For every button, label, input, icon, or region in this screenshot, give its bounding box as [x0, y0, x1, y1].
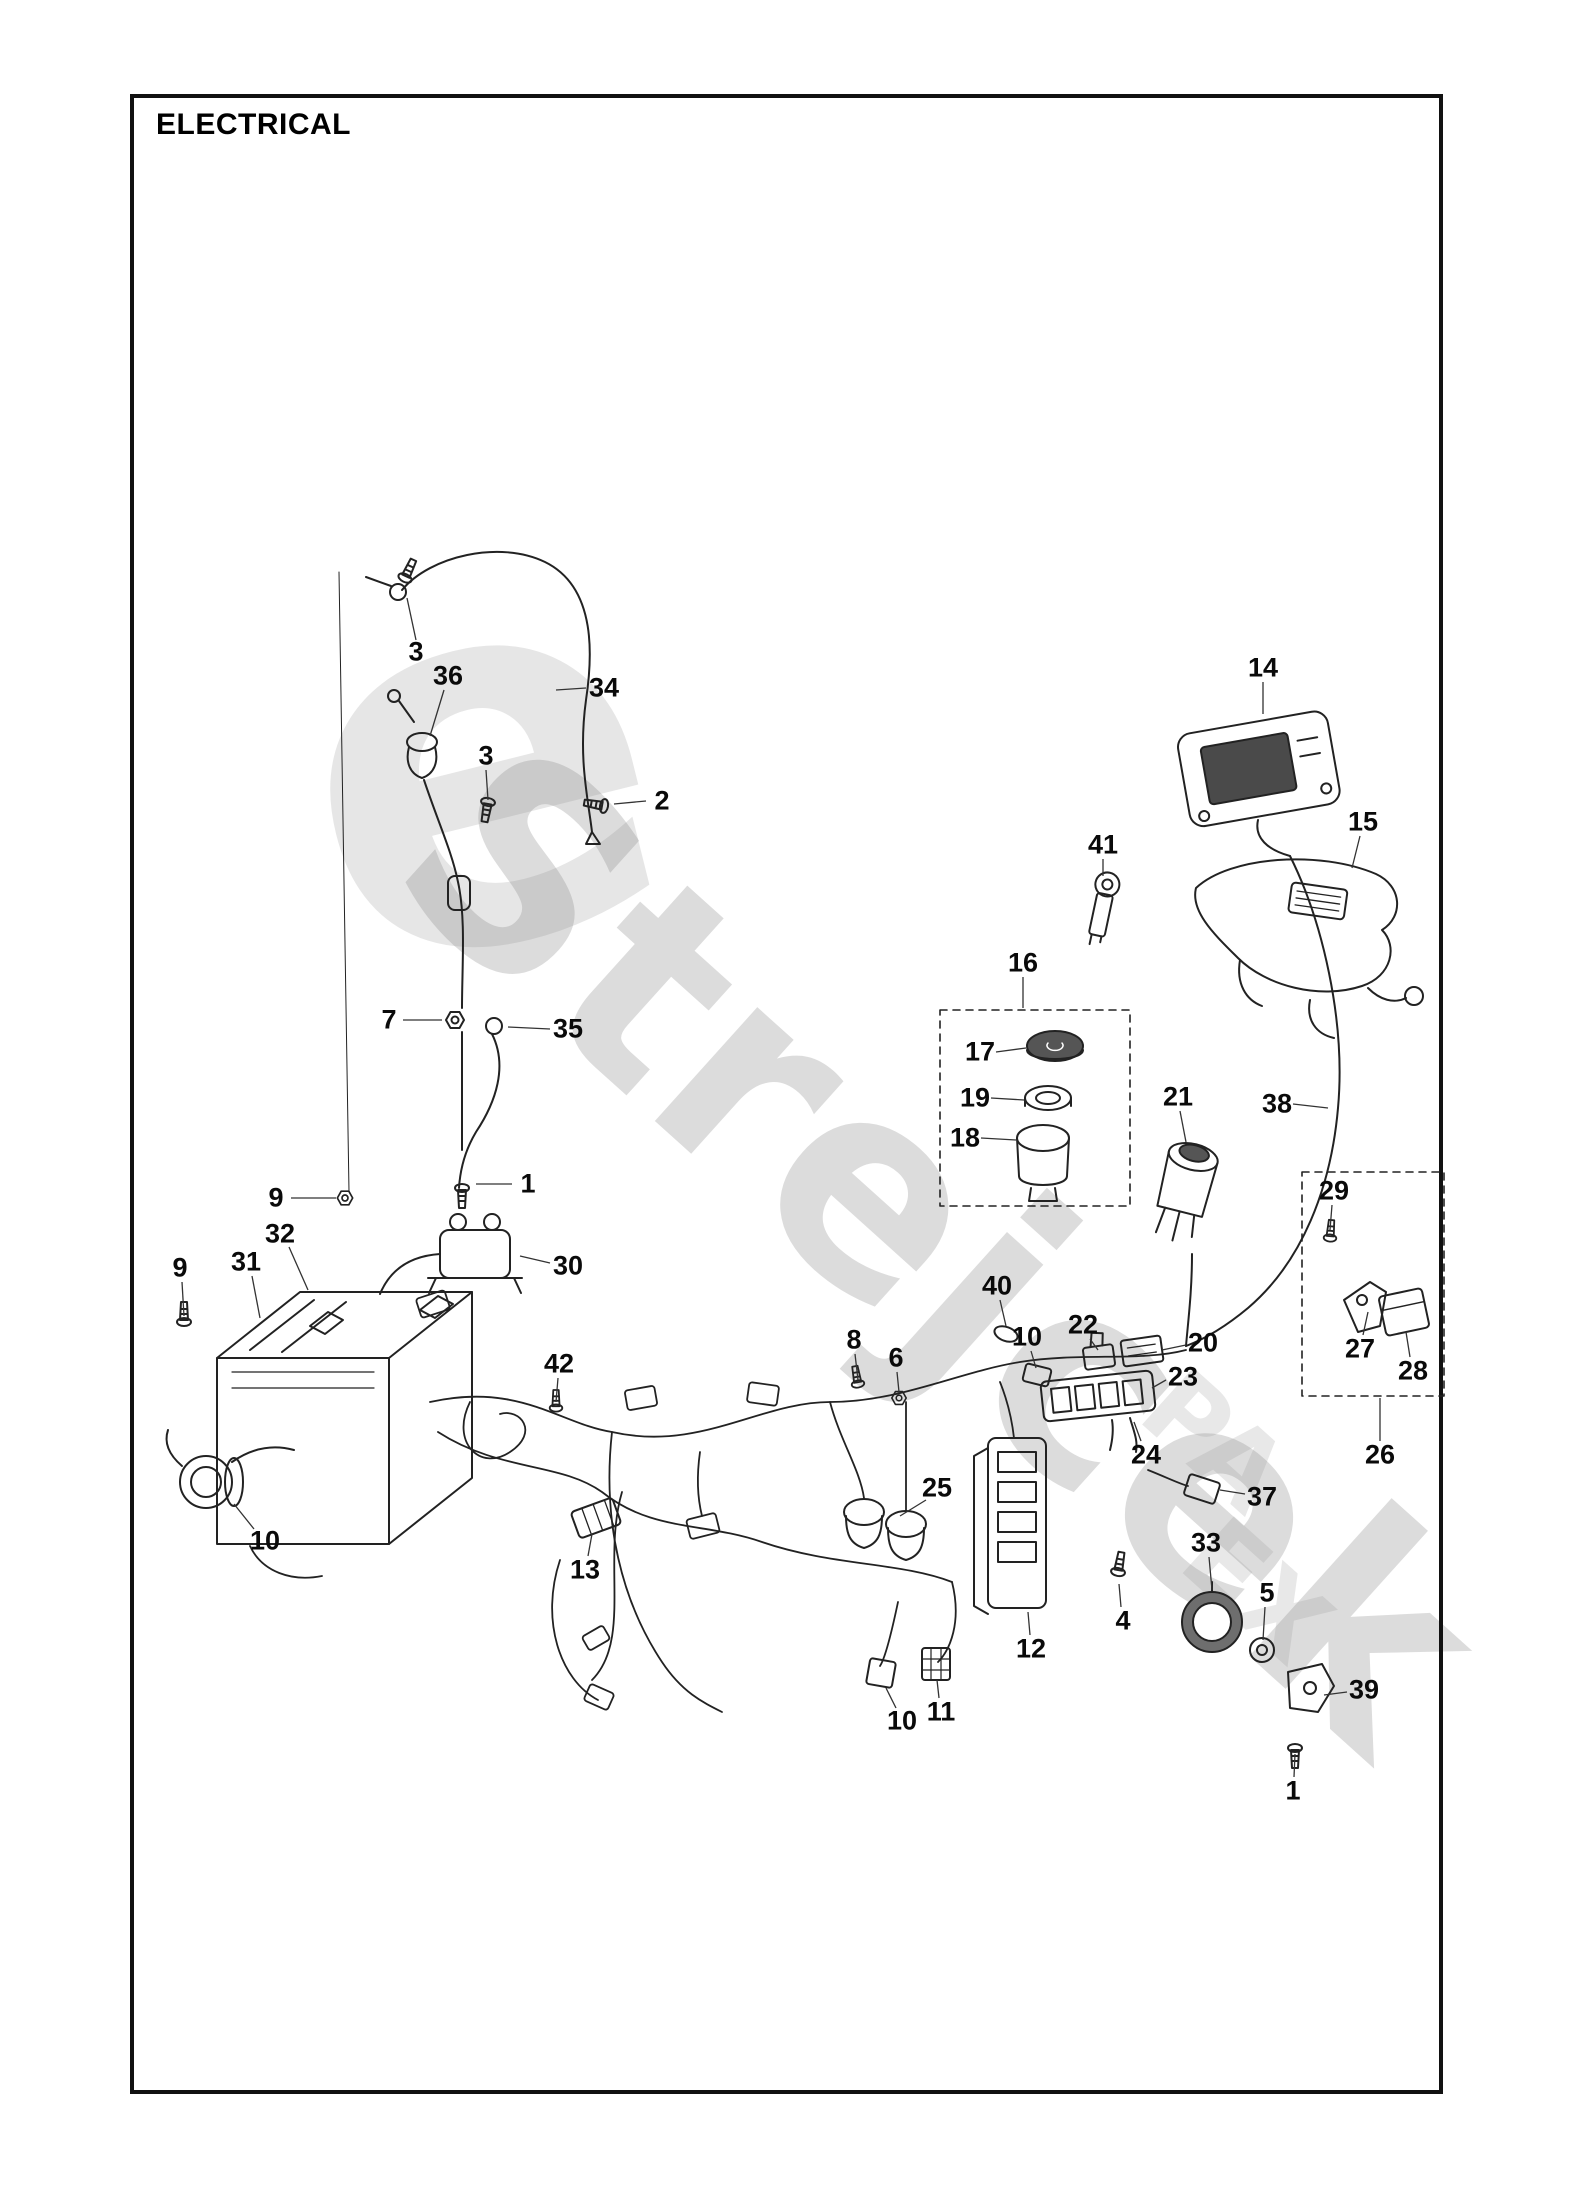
connector-37	[1183, 1473, 1221, 1505]
leader-line-6	[896, 1371, 900, 1393]
leader-line-10	[885, 1687, 897, 1709]
leader-line-13	[587, 1533, 593, 1557]
fuse-block-23	[1039, 1369, 1157, 1423]
nut-9	[336, 1190, 354, 1206]
connector-10a	[1021, 1362, 1053, 1388]
leader-line-1	[1293, 1753, 1296, 1778]
leader-line-37	[1219, 1489, 1246, 1495]
leader-line-39	[1323, 1691, 1348, 1696]
leader-line-21	[1179, 1110, 1187, 1143]
connector-11	[921, 1647, 951, 1681]
key-cap-17	[1026, 1030, 1084, 1062]
wiring-harness	[249, 1289, 1189, 1713]
leader-line-5	[1262, 1606, 1266, 1641]
leader-line-15	[1351, 835, 1361, 869]
leader-line-22	[1089, 1338, 1099, 1351]
leader-line-10	[233, 1503, 255, 1530]
leader-line-24	[1133, 1421, 1142, 1442]
leader-line-28	[1405, 1331, 1411, 1358]
ground-cable-35	[458, 1017, 503, 1189]
display-wire	[1256, 819, 1291, 857]
cable-38	[1185, 855, 1341, 1347]
leader-line-27	[1362, 1311, 1369, 1336]
leader-line-11	[936, 1679, 940, 1699]
leader-line-23	[1151, 1379, 1167, 1389]
leader-line-10	[1030, 1350, 1037, 1369]
starter-cable-34	[365, 550, 611, 845]
leader-line-4	[1118, 1583, 1122, 1608]
relay-group-box-26	[1301, 1171, 1445, 1397]
leader-line-35	[507, 1026, 551, 1030]
leader-line-38	[1292, 1103, 1329, 1109]
switch-21-wire	[1185, 1253, 1193, 1347]
leader-line-8	[854, 1353, 859, 1381]
bracket-27	[1343, 1281, 1387, 1333]
leader-line-20	[1161, 1344, 1187, 1351]
cable-assembly-36	[387, 689, 471, 1009]
fuse-panel-12	[973, 1437, 1047, 1615]
ignition-switch-18	[1016, 1124, 1070, 1202]
display-module-14	[1177, 710, 1341, 828]
leader-line-30	[519, 1255, 551, 1264]
relay-25	[843, 1498, 927, 1561]
bracket-39	[1287, 1663, 1335, 1713]
socket-10-left	[165, 1429, 295, 1509]
ignition-group-box-16	[939, 1009, 1131, 1207]
connector-22	[1082, 1331, 1116, 1371]
leader-lines-layer	[181, 597, 1411, 1778]
battery	[216, 1291, 473, 1545]
key-41	[1088, 871, 1121, 946]
leader-line-18	[980, 1137, 1017, 1141]
bracket-15	[1194, 858, 1424, 1039]
leader-line-3	[406, 597, 417, 641]
leader-line-34	[555, 687, 587, 691]
leader-line-2	[613, 800, 647, 805]
leader-line-12	[1027, 1611, 1031, 1636]
screw-4	[1109, 1550, 1130, 1579]
leader-line-17	[995, 1047, 1027, 1053]
solenoid-30	[379, 1213, 523, 1295]
leader-line-19	[990, 1097, 1025, 1101]
page-border	[130, 94, 1443, 2094]
leader-line-9	[181, 1281, 185, 1317]
relay-28	[1378, 1287, 1430, 1337]
leader-line-36	[429, 689, 445, 737]
hour-meter-33	[1181, 1581, 1243, 1653]
leader-line-33	[1208, 1556, 1213, 1591]
leader-line-29	[1329, 1204, 1333, 1231]
leader-line-32	[288, 1246, 309, 1291]
leader-line-3	[485, 769, 489, 801]
bolt-1a	[454, 1183, 470, 1209]
washer-5	[1249, 1637, 1275, 1663]
page-title: ELECTRICAL	[156, 108, 351, 141]
wires-24	[1109, 1417, 1138, 1453]
switch-21	[1154, 1142, 1219, 1242]
construction-line	[338, 571, 350, 1193]
nut-7	[445, 1011, 465, 1029]
leader-line-42	[555, 1377, 559, 1403]
ring-nut-19	[1024, 1085, 1072, 1111]
leader-line-40	[999, 1299, 1007, 1327]
connector-40	[993, 1325, 1019, 1343]
leader-line-25	[899, 1499, 927, 1517]
leader-line-31	[251, 1275, 261, 1319]
connector-20	[1119, 1334, 1165, 1368]
